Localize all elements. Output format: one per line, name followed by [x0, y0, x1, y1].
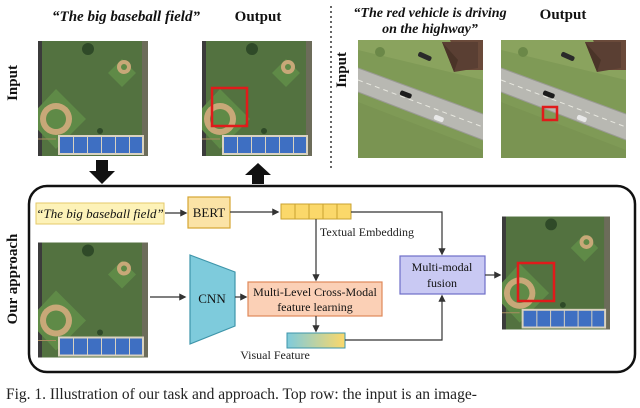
- approach-side-label: Our approach: [5, 233, 21, 324]
- input-street-image: [358, 40, 483, 158]
- figure-caption: Fig. 1. Illustration of our task and app…: [6, 386, 477, 403]
- input-baseball-image: [38, 41, 148, 156]
- crossmodal-label-line1: Multi-Level Cross-Modal: [253, 285, 377, 299]
- approach-output-image: [502, 216, 610, 330]
- visual-feature-bar: [286, 332, 346, 349]
- top-right-query-line1: “The red vehicle is driving: [353, 6, 506, 21]
- approach-output-bounding-box: [516, 261, 556, 303]
- crossmodal-box: [247, 281, 383, 317]
- up-arrow-icon: [245, 163, 271, 184]
- visual-to-fusion-arrow: [345, 294, 446, 341]
- approach-panel: [27, 184, 637, 374]
- query-text-box: [35, 202, 165, 225]
- cnn-block: [189, 254, 236, 345]
- top-right-output-label: Output: [540, 7, 587, 23]
- cnn-label: CNN: [198, 291, 226, 306]
- visual-feature-label: Visual Feature: [240, 348, 310, 362]
- approach-input-image: [38, 241, 148, 359]
- multimodal-label-line2: fusion: [427, 276, 457, 290]
- output-baseball-image: [202, 41, 312, 156]
- embedding-to-fusion-arrow: [351, 211, 446, 256]
- output-bounding-box: [210, 86, 249, 128]
- top-right-input-label: Input: [334, 52, 350, 88]
- top-left-query: “The big baseball field”: [52, 9, 200, 25]
- top-right-query-line2: on the highway”: [382, 22, 478, 37]
- top-left-input-label: Input: [5, 65, 21, 101]
- query-text: “The big baseball field”: [36, 206, 163, 221]
- top-left-output-label: Output: [235, 9, 282, 25]
- textual-embedding-vector: [280, 203, 352, 220]
- bert-label: BERT: [193, 205, 226, 220]
- crossmodal-label-line2: feature learning: [277, 300, 353, 314]
- bert-box: [187, 196, 231, 229]
- textual-embedding-label: Textual Embedding: [320, 225, 414, 239]
- down-arrow-icon: [89, 160, 115, 184]
- vehicle-bounding-box: [541, 105, 559, 122]
- multimodal-label-line1: Multi-modal: [412, 260, 473, 274]
- output-street-image: [501, 40, 626, 158]
